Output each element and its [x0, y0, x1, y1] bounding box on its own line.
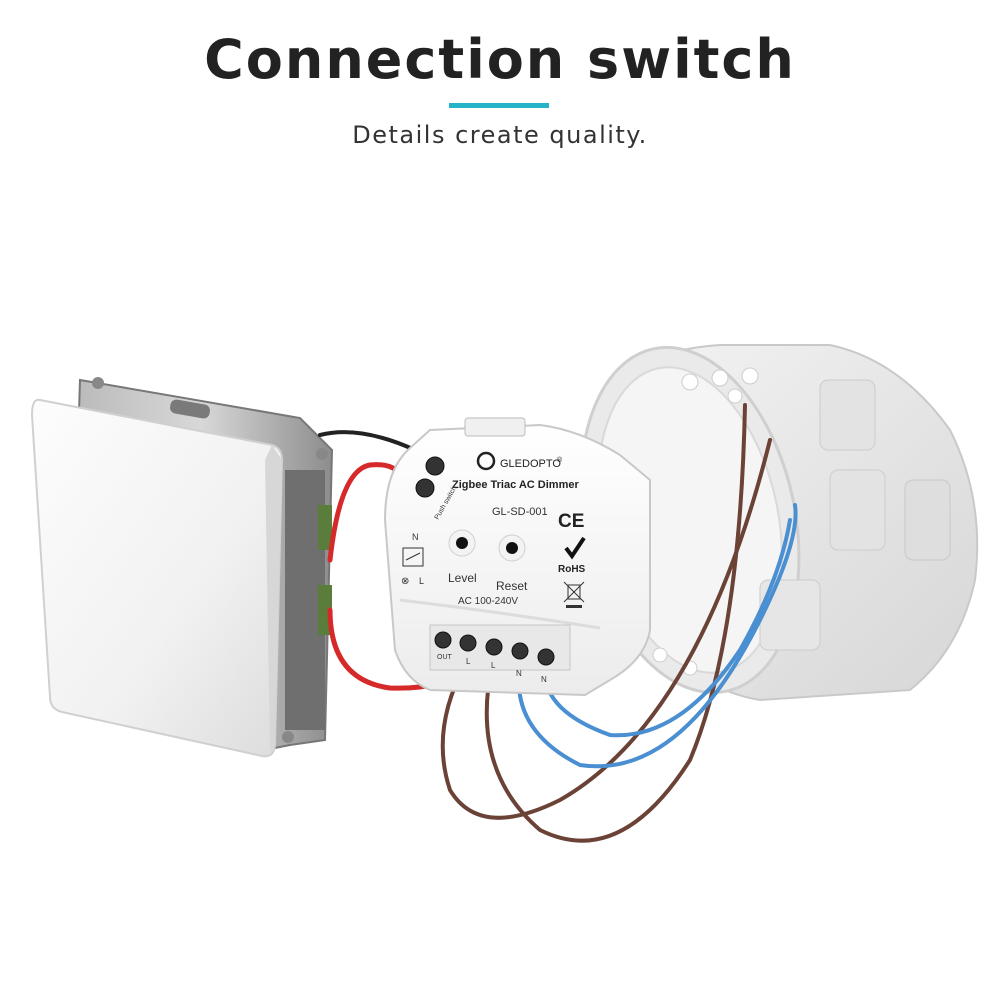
brown-wire-1 — [440, 438, 772, 820]
rohs-mark: RoHS — [558, 564, 586, 575]
product-label: Zigbee Triac AC Dimmer — [452, 479, 579, 491]
terminal-out: OUT — [437, 654, 453, 661]
ce-mark: CE — [558, 511, 584, 532]
terminal-n-2: N — [541, 675, 547, 684]
terminal-n-1: N — [516, 669, 522, 678]
model-label: GL-SD-001 — [492, 506, 548, 518]
svg-text:⊗: ⊗ — [401, 576, 409, 587]
diagram-l-label: L — [419, 576, 424, 586]
terminal-l-1: L — [466, 657, 471, 666]
blue-wire-1 — [516, 503, 798, 769]
voltage-label: AC 100-240V — [458, 596, 518, 607]
page-subtitle: Details create quality. — [352, 121, 648, 149]
wires — [318, 403, 798, 843]
brand-label: GLEDOPTO — [500, 458, 561, 470]
diagram-n-label: N — [412, 532, 419, 542]
title-accent-bar — [449, 103, 549, 108]
brown-wire-2 — [484, 403, 747, 843]
reset-label: Reset — [496, 579, 528, 593]
page-title: Connection switch — [204, 28, 796, 91]
check-icon — [564, 536, 586, 560]
terminal-block: OUT L L N N — [429, 624, 571, 684]
dimmer-module: GLEDOPTO ® Zigbee Triac AC Dimmer GL-SD-… — [383, 417, 651, 697]
weee-bin-icon — [563, 581, 585, 608]
black-wire — [318, 430, 417, 452]
brand-mark: ® — [557, 456, 563, 464]
blue-wire-2 — [542, 518, 792, 738]
level-label: Level — [448, 571, 477, 585]
terminal-l-2: L — [491, 661, 496, 670]
wall-switch — [30, 377, 334, 758]
